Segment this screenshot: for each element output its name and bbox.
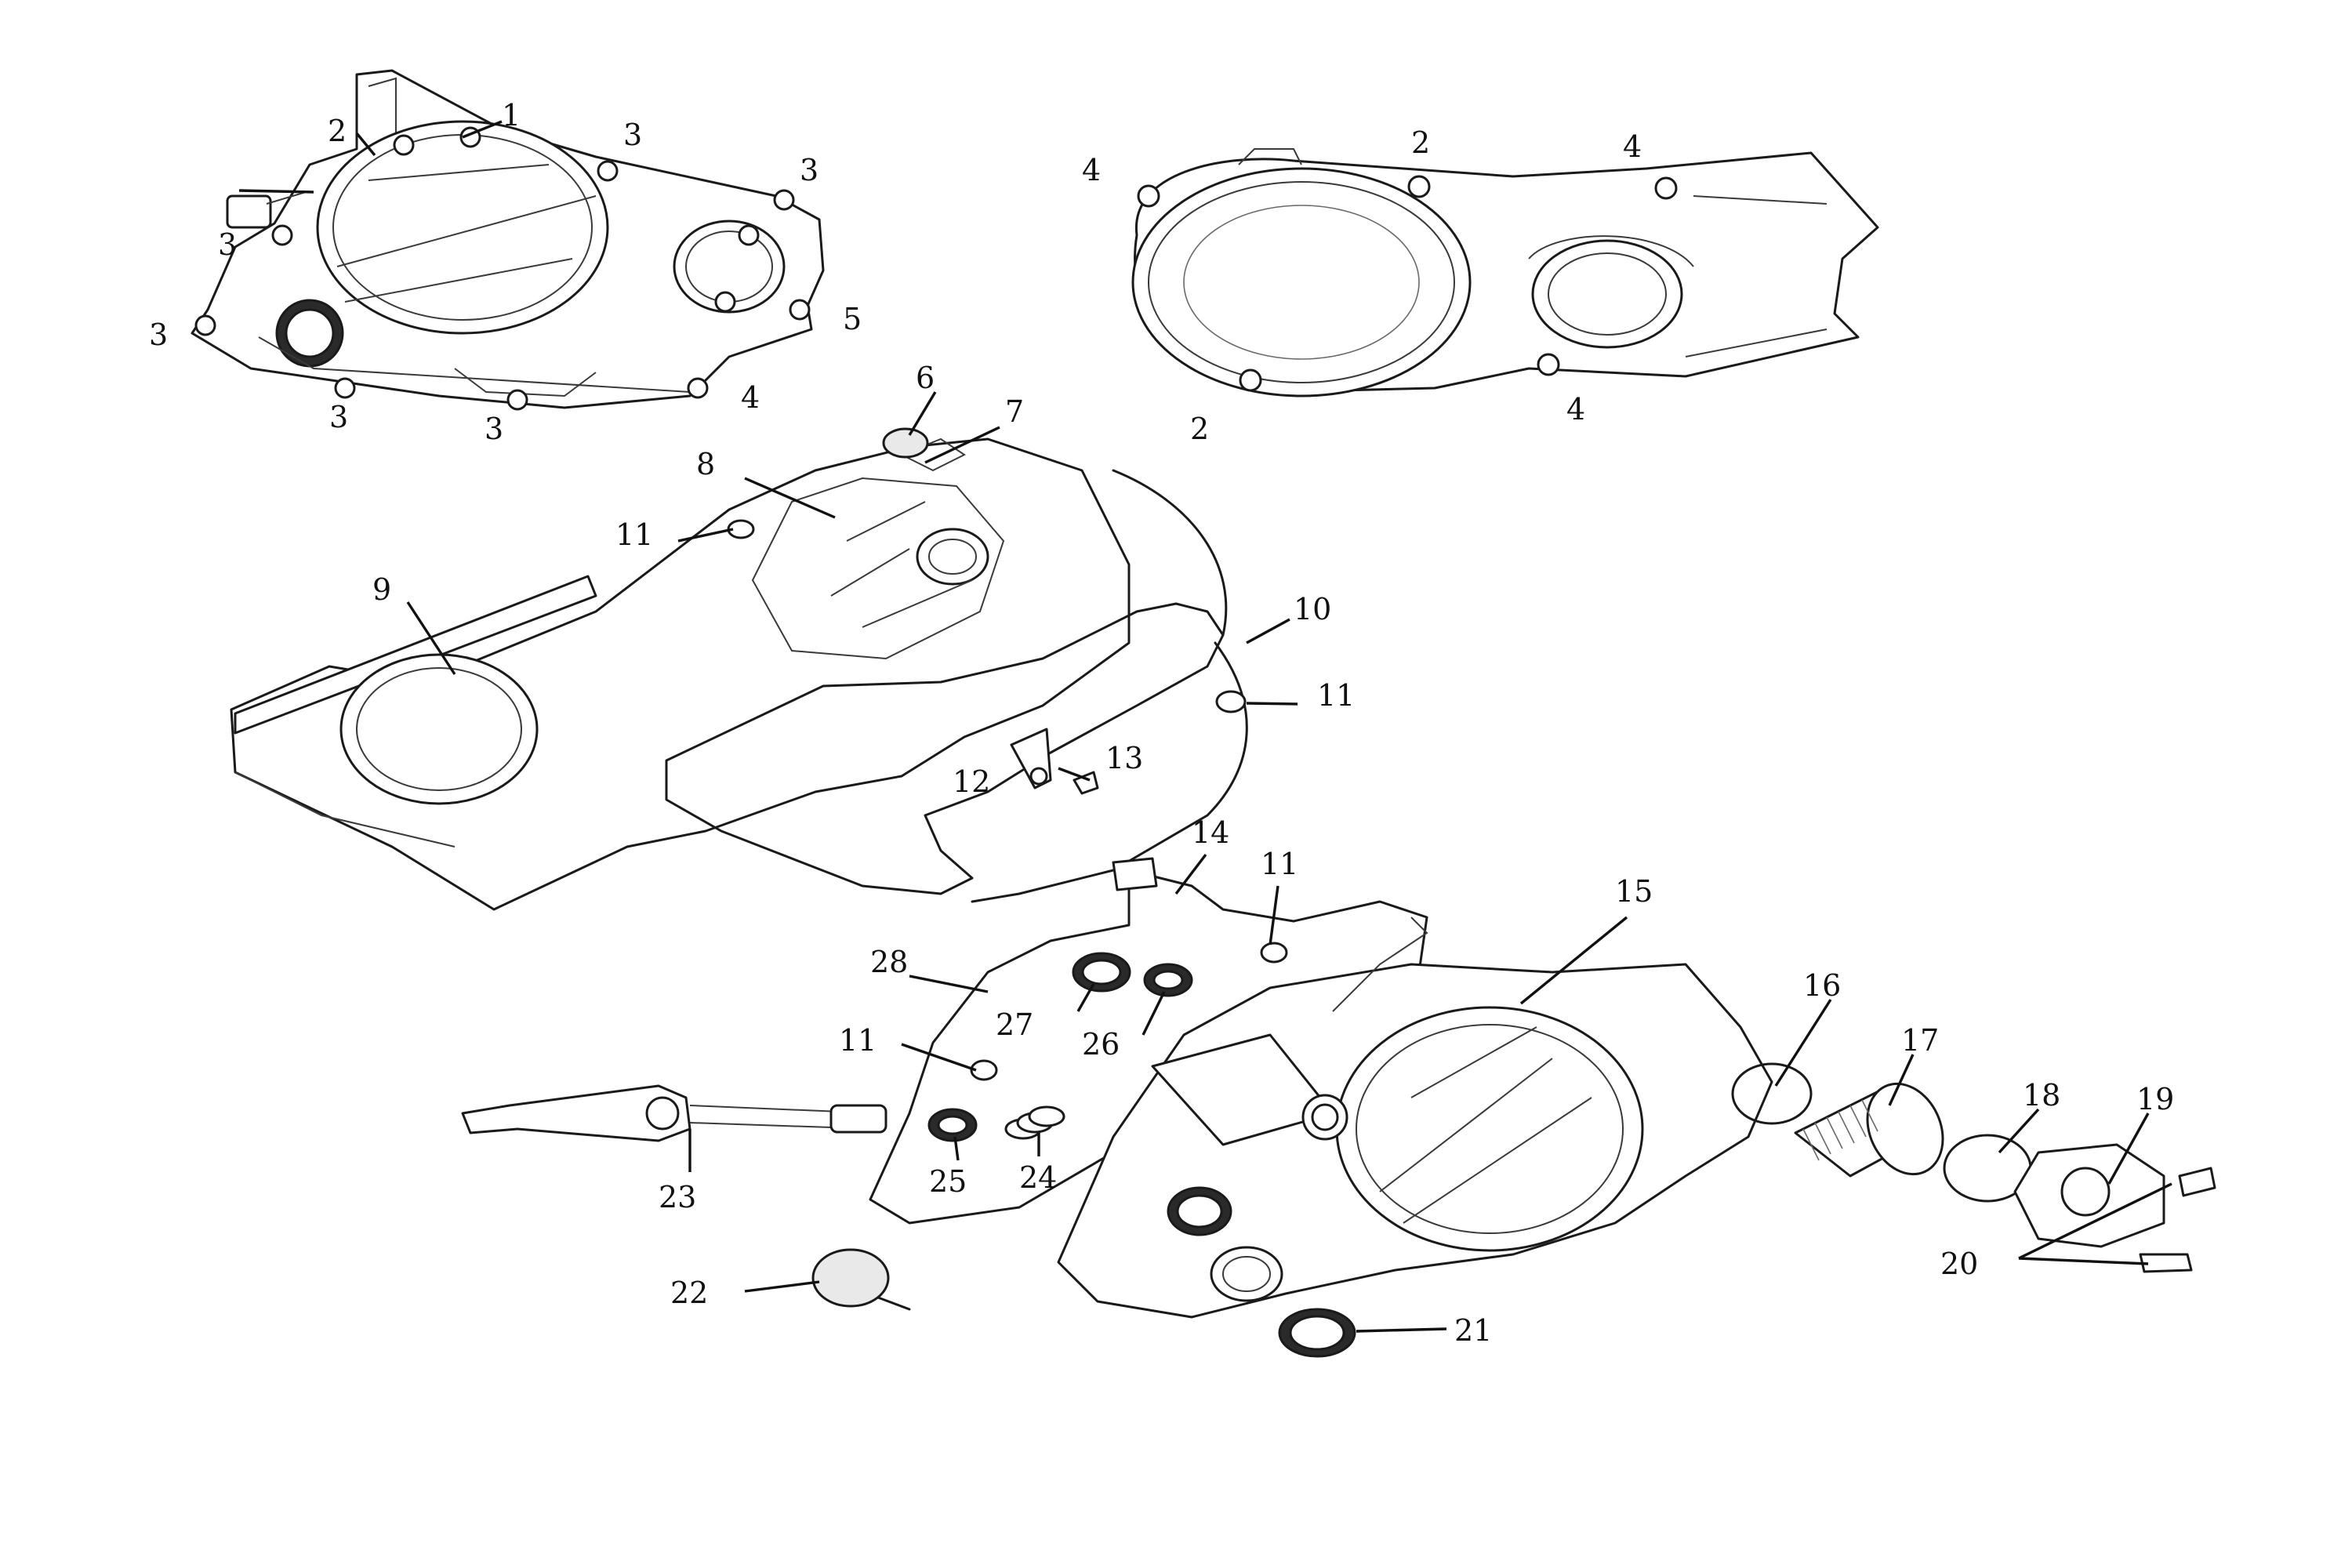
callout-26: 26 xyxy=(1082,1027,1120,1062)
callout-18: 18 xyxy=(2023,1078,2060,1112)
callout-3: 3 xyxy=(485,412,503,446)
callout-22: 22 xyxy=(670,1276,708,1310)
callout-2: 2 xyxy=(1190,412,1209,446)
part-crankcase-left xyxy=(230,427,1248,911)
callout-15: 15 xyxy=(1615,874,1653,909)
callout-3: 3 xyxy=(149,318,168,352)
callout-7: 7 xyxy=(1005,394,1024,429)
callout-4: 4 xyxy=(1082,153,1101,187)
callout-5: 5 xyxy=(843,302,862,336)
callout-23: 23 xyxy=(659,1180,696,1214)
callout-8: 8 xyxy=(696,447,715,481)
callout-3: 3 xyxy=(218,227,237,262)
callout-11: 11 xyxy=(615,517,653,552)
callout-4: 4 xyxy=(1566,392,1585,426)
callout-2: 2 xyxy=(328,114,347,148)
leader-lines xyxy=(238,120,2172,1333)
callout-28: 28 xyxy=(870,945,908,979)
callout-27: 27 xyxy=(996,1007,1033,1042)
callout-24: 24 xyxy=(1019,1160,1057,1195)
callout-21: 21 xyxy=(1454,1313,1492,1348)
callout-12: 12 xyxy=(953,764,990,799)
callout-4: 4 xyxy=(741,380,760,415)
callout-labels: 1 2 3 3 3 3 3 3 5 4 4 2 4 2 4 6 7 8 11 9… xyxy=(149,98,2174,1348)
part-crankcase-cover-right xyxy=(461,857,2216,1358)
callout-11: 11 xyxy=(839,1023,877,1058)
callout-4: 4 xyxy=(1623,129,1642,164)
callout-3: 3 xyxy=(329,400,348,434)
callout-1: 1 xyxy=(502,98,521,132)
callout-9: 9 xyxy=(372,572,391,607)
callout-14: 14 xyxy=(1192,815,1229,850)
callout-3: 3 xyxy=(800,153,818,187)
callout-2: 2 xyxy=(1411,125,1430,160)
callout-16: 16 xyxy=(1803,968,1841,1003)
callout-3: 3 xyxy=(623,118,642,152)
callout-10: 10 xyxy=(1294,592,1331,626)
callout-6: 6 xyxy=(916,361,935,395)
part-magneto-cover xyxy=(1131,148,1879,397)
part-clutch-cover xyxy=(191,69,825,411)
callout-11: 11 xyxy=(1317,678,1355,713)
callout-13: 13 xyxy=(1105,741,1143,775)
callout-20: 20 xyxy=(1940,1247,1978,1281)
callout-19: 19 xyxy=(2136,1082,2174,1116)
callout-11: 11 xyxy=(1261,847,1298,881)
callout-17: 17 xyxy=(1901,1023,1939,1058)
callout-25: 25 xyxy=(929,1164,967,1199)
